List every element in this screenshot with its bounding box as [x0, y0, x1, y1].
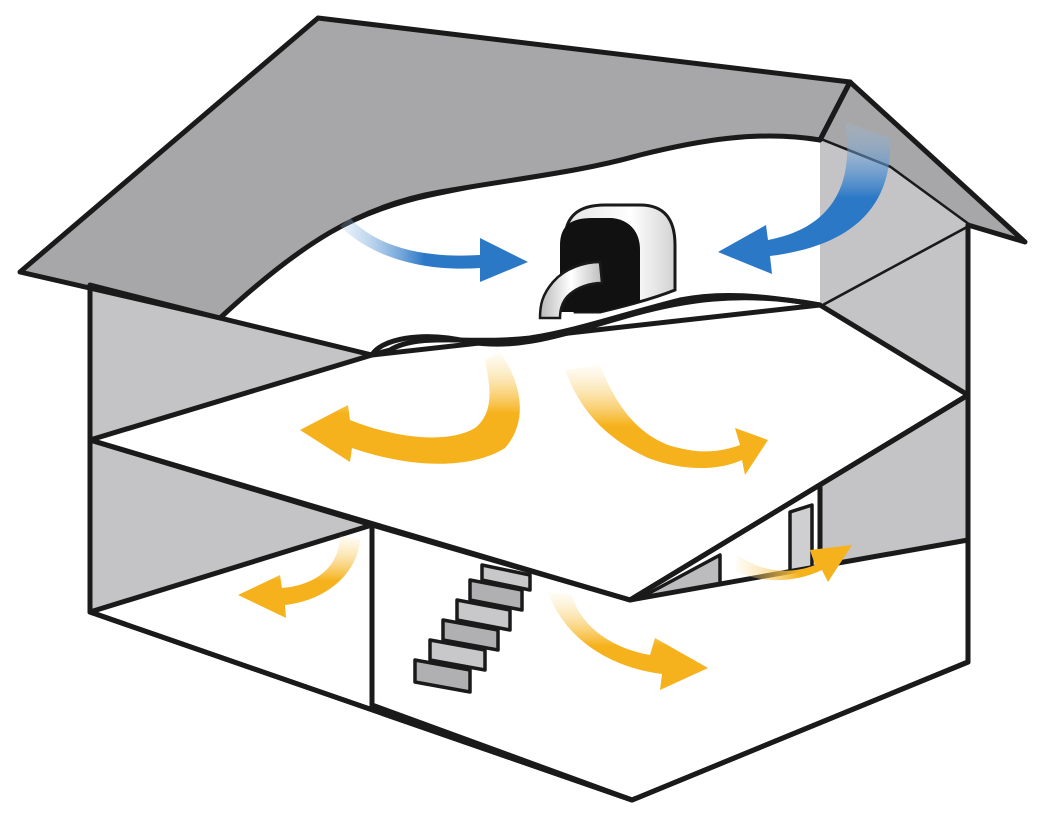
front-left-floor-line: [369, 702, 635, 803]
supply-arrow-lower-center: [548, 592, 708, 690]
upper-floor-front-edge: [87, 437, 633, 603]
supply-arrow-upper-left: [300, 352, 520, 464]
supply-arrow-lower-right: [735, 545, 852, 582]
ceiling-cut-edge: [369, 295, 823, 358]
duct-icon: [538, 260, 604, 320]
stairs-icon: [413, 563, 532, 694]
intake-airflow: [340, 122, 891, 282]
supply-airflow: [238, 352, 852, 690]
intake-arrow-right: [718, 122, 891, 274]
roof-left-slope: [17, 15, 853, 321]
supply-arrow-upper-right: [565, 365, 768, 475]
ground-floor-right-edge: [629, 659, 971, 803]
intake-arrow-left: [340, 218, 528, 282]
upper-floor-right-edge: [627, 392, 971, 603]
ventilation-unit-icon: [538, 203, 677, 320]
supply-arrow-lower-left: [238, 535, 360, 618]
